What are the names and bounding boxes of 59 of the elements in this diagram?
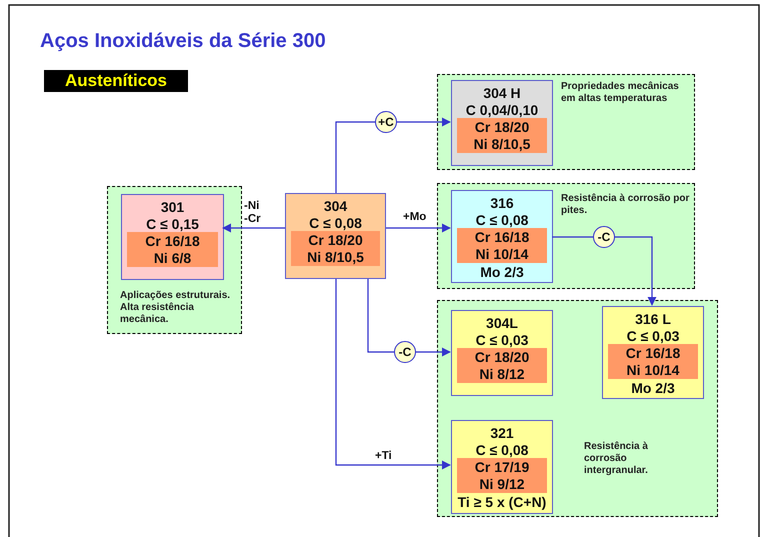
alloy-content: Ni 9/12 [478,476,526,492]
grade-box [451,310,553,396]
grade-name: 304 H [482,85,522,102]
group-panel [437,183,695,289]
note-text: Aplicações estruturais. Alta resistência mecânica. [120,290,232,326]
arrow [367,279,451,356]
grade-box [121,194,224,280]
grade-box [451,420,553,514]
carbon-content: C 0,04/0,10 [464,102,540,118]
alloy-content: Ti ≥ 5 x (C+N) [456,494,548,510]
grade-box [602,306,704,399]
carbon-content: C ≤ 0,08 [474,212,530,228]
grade-name: 316 L [634,311,672,328]
alloy-content: Cr 16/18 [144,233,201,250]
group-panel [437,300,718,517]
edge-label: +Mo [403,211,426,224]
title: Aços Inoxidáveis da Série 300 [40,30,326,53]
alloy-content: Ni 6/8 [152,250,192,266]
carbon-content: C ≤ 0,08 [474,442,530,458]
alloy-content: Cr 16/18 [624,345,682,362]
grade-name: 316 [489,195,515,212]
arrow [335,279,451,470]
grade-name: 304L [485,315,519,332]
group-panel [107,186,242,334]
note-text: Resistência à corrosão intergranular. [584,441,649,477]
arrow [386,224,451,232]
alloy-content: Cr 18/20 [474,349,530,366]
alloy-content: Cr 18/20 [474,119,530,136]
alloy-content: Ni 10/14 [626,362,680,378]
alloy-content: Mo 2/3 [630,380,676,396]
alloy-content: Ni 8/12 [478,366,526,382]
alloy-content: Cr 18/20 [307,232,364,248]
alloy-content: Ni 8/10,5 [306,248,365,265]
alloy-content: Ni 8/10,5 [472,136,532,152]
grade-box [451,80,553,166]
group-panel [437,74,695,170]
alloy-content: Ni 10/14 [474,246,530,262]
grade-name: 301 [160,199,186,216]
category-tag: Austeníticos [44,70,188,92]
edge-label: +Ti [375,450,392,463]
carbon-content: C ≤ 0,03 [626,328,680,344]
carbon-content: C ≤ 0,03 [474,332,530,348]
arrow [552,236,656,306]
note-text: Resistência à corrosão por pites. [561,193,690,217]
note-text: Propriedades mecânicas em altas temperaturas [561,81,680,105]
alloy-content: Cr 16/18 [474,229,530,246]
arrow [222,224,285,232]
alloy-content: Cr 17/19 [474,459,530,476]
arrow [335,118,451,193]
edge-label: +C [375,111,397,133]
grade-name: 321 [489,425,515,442]
carbon-content: C ≤ 0,08 [308,214,363,231]
grade-box [285,193,386,279]
grade-name: 304 [322,198,348,214]
alloy-content: Mo 2/3 [479,264,525,280]
edge-label: -Ni -Cr [244,200,262,226]
carbon-content: C ≤ 0,15 [145,216,200,232]
grade-box [451,190,553,283]
edge-label: -C [394,341,416,363]
